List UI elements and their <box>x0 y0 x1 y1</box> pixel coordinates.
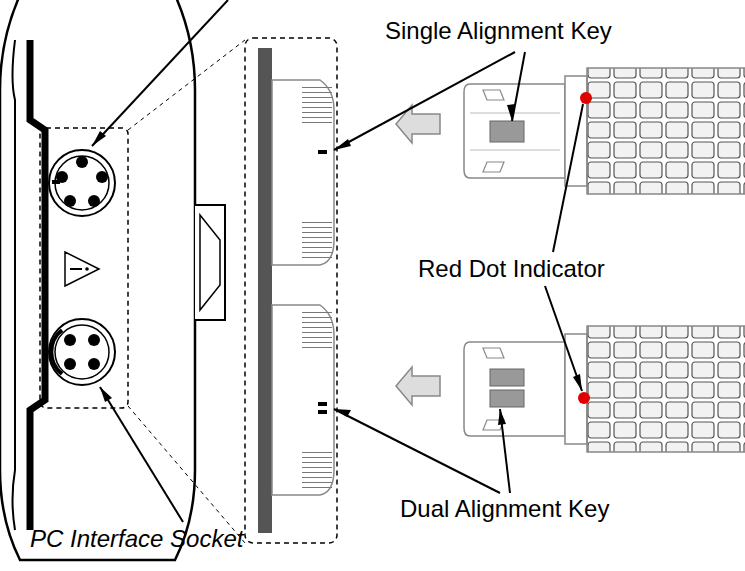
callout-label: Single Alignment Key <box>385 18 612 44</box>
callout-label: Dual Alignment Key <box>400 496 609 522</box>
callout-label: PC Interface Socket <box>30 526 243 552</box>
callout-label: Red Dot Indicator <box>418 256 605 282</box>
